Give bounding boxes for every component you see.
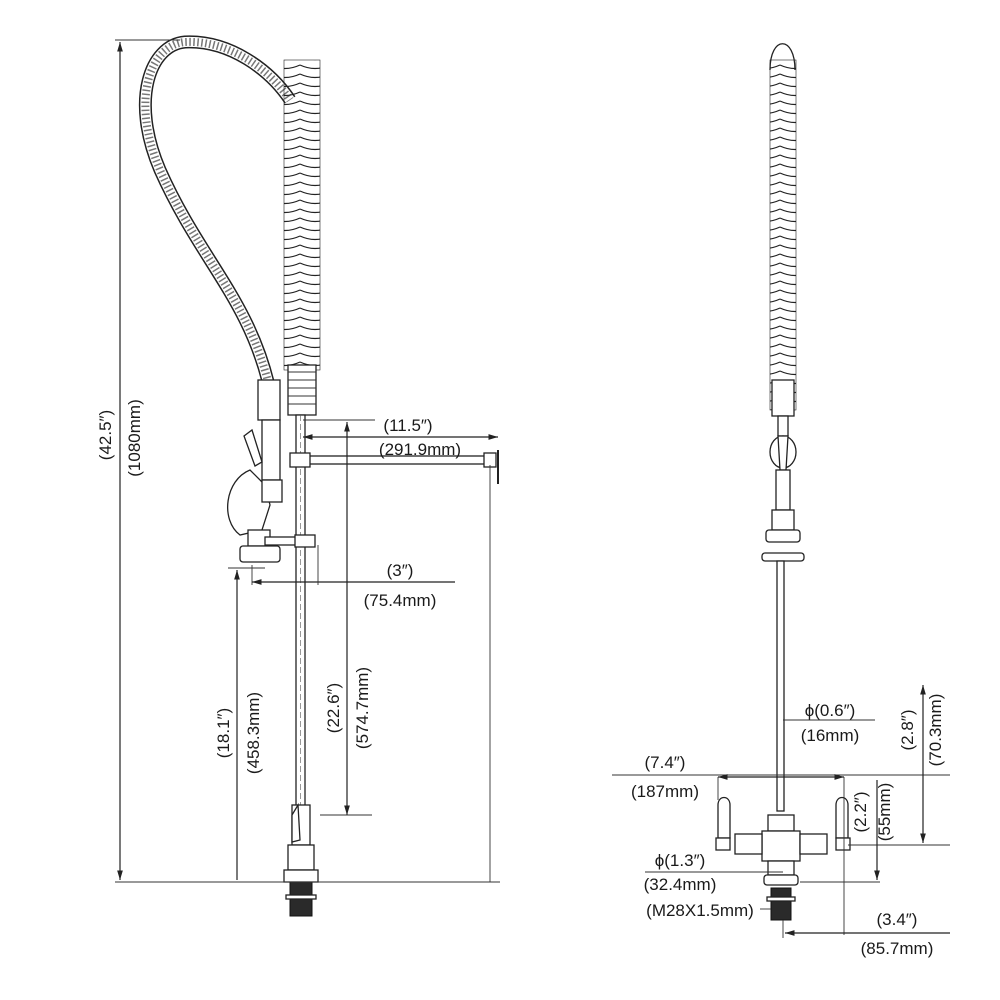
sprayer-offset-in-label: (3″) — [387, 561, 414, 580]
base-diameter-mm-label: (32.4mm) — [644, 875, 717, 894]
riser-diameter-in-label: ϕ(0.6″) — [805, 701, 856, 720]
valve-body — [761, 830, 801, 862]
threaded-shank-front — [770, 887, 792, 921]
riser-height-mm-label: (574.7mm) — [353, 667, 372, 749]
spray-valve-grip-front — [777, 415, 789, 437]
base-valve — [283, 802, 319, 917]
hose-inner — [140, 36, 295, 392]
spout-reach-mm-label: (291.9mm) — [379, 440, 461, 459]
sprayer-holder-clamp — [294, 534, 316, 548]
spring-base-ribs — [288, 371, 316, 405]
spring-base-front — [771, 379, 795, 417]
left-handle — [717, 796, 731, 839]
side-view: (42.5″) (1080mm) (11.5″) (291.9mm) (3″) … — [96, 35, 500, 917]
valve-base — [767, 860, 795, 876]
right-inlet — [799, 833, 828, 855]
spray-valve-body — [261, 419, 281, 481]
handle-span-mm-label: (187mm) — [631, 782, 699, 801]
spring-base — [287, 364, 317, 416]
base-flange-front — [763, 874, 799, 886]
valve-handle — [291, 802, 301, 843]
coil-spring-front — [769, 59, 797, 411]
sprayer-height-in-label: (18.1″) — [214, 708, 233, 758]
spray-valve — [227, 379, 316, 563]
right-handle — [835, 796, 849, 839]
sprayer-guard — [227, 469, 271, 536]
base-diameter-in-label: ϕ(1.3″) — [655, 851, 706, 870]
sprayer-lever — [243, 428, 263, 467]
base-valve-body — [287, 844, 315, 871]
handle-offset-mm-label: (85.7mm) — [861, 939, 934, 958]
base-valve-front — [715, 796, 851, 921]
handle-offset-in-label: (3.4″) — [877, 910, 918, 929]
valve-neck — [767, 814, 795, 832]
inlet-height-mm-label: (55mm) — [875, 783, 894, 842]
riser-height-in-label: (22.6″) — [324, 683, 343, 733]
overall-height-in-label: (42.5″) — [96, 410, 115, 460]
inlet-height-in-label: (2.2″) — [851, 792, 870, 833]
overall-height-mm-label: (1080mm) — [125, 399, 144, 476]
sprayer-height-mm-label: (458.3mm) — [244, 692, 263, 774]
left-handle-cap — [715, 837, 731, 851]
hose — [138, 35, 296, 392]
sprayer-nut — [261, 479, 283, 503]
sprayer-offset-mm-label: (75.4mm) — [364, 591, 437, 610]
lock-washer — [285, 894, 317, 900]
spout-reach-in-label: (11.5″) — [383, 416, 432, 435]
sprayer-nut-front — [771, 509, 795, 531]
handle-span-in-label: (7.4″) — [645, 753, 686, 772]
sprayer-holder-front — [761, 552, 805, 562]
hose-texture — [141, 37, 294, 391]
spray-valve-grip — [257, 379, 281, 421]
body-height-mm-label: (70.3mm) — [926, 694, 945, 767]
left-inlet — [734, 833, 763, 855]
front-view: ϕ(0.6″) (16mm) (2.8″) (70.3mm) (7.4″) (1… — [612, 43, 950, 958]
right-handle-cap — [835, 837, 851, 851]
base-flange — [283, 869, 319, 883]
spout-arm-clamp — [289, 452, 311, 468]
riser-diameter-mm-label: (16mm) — [801, 726, 860, 745]
body-height-in-label: (2.8″) — [898, 710, 917, 751]
sprayer-lever-front — [777, 435, 789, 471]
spout-arm-end — [483, 452, 497, 468]
sprayer-head-front — [765, 529, 801, 543]
riser-tube-front — [776, 560, 785, 812]
thread-size-label: (M28X1.5mm) — [646, 901, 754, 920]
spray-valve-body-front — [775, 469, 791, 511]
coil-spring — [283, 59, 321, 371]
sprayer-head — [239, 545, 281, 563]
lock-washer-front — [766, 896, 796, 902]
